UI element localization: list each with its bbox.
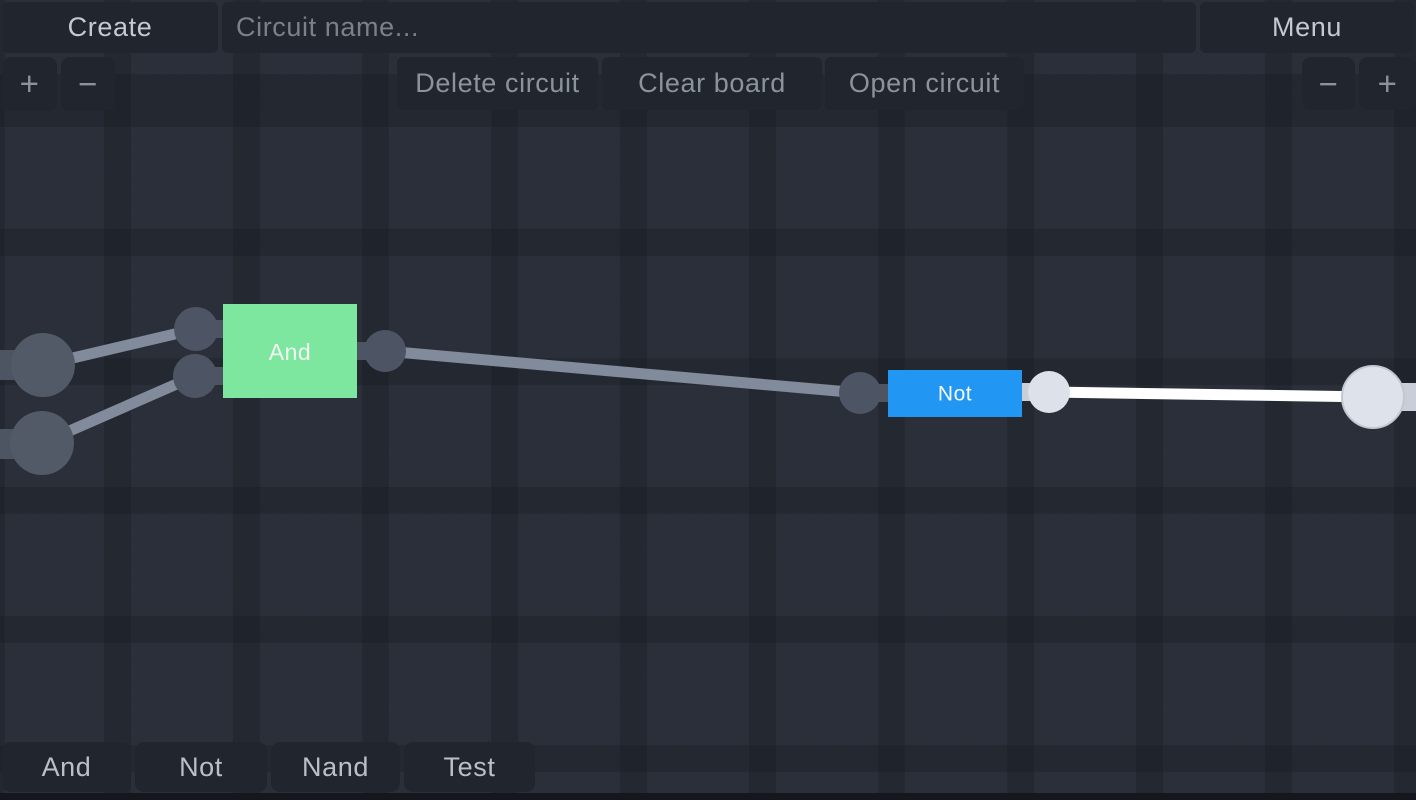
palette-item-nand[interactable]: Nand xyxy=(271,742,400,792)
circuit-name-input[interactable] xyxy=(222,2,1196,53)
zoom-in-button-right[interactable]: + xyxy=(1359,57,1416,110)
output-terminal[interactable] xyxy=(1341,365,1405,429)
and-input-pin-1[interactable] xyxy=(174,307,218,351)
zoom-out-button-right[interactable]: − xyxy=(1302,57,1355,110)
input-terminal-1[interactable] xyxy=(11,333,75,397)
zoom-out-button-left[interactable]: − xyxy=(61,57,115,111)
not-gate-body[interactable] xyxy=(888,370,1022,417)
palette-item-and[interactable]: And xyxy=(2,742,131,792)
not-input-pin[interactable] xyxy=(839,372,881,414)
not-output-pin[interactable] xyxy=(1028,371,1070,413)
wire-not-to-output xyxy=(1048,386,1374,403)
wire-and-to-not xyxy=(384,345,861,399)
clear-board-button[interactable]: Clear board xyxy=(602,57,822,110)
open-circuit-button[interactable]: Open circuit xyxy=(825,57,1024,110)
and-output-pin[interactable] xyxy=(364,330,406,372)
palette-item-test[interactable]: Test xyxy=(404,742,535,792)
input-terminal-2[interactable] xyxy=(10,411,74,475)
and-input-pin-2[interactable] xyxy=(173,354,217,398)
zoom-in-button-left[interactable]: + xyxy=(2,57,57,111)
palette-item-not[interactable]: Not xyxy=(135,742,267,792)
and-gate-body[interactable] xyxy=(223,304,357,398)
delete-circuit-button[interactable]: Delete circuit xyxy=(397,57,598,110)
menu-button[interactable]: Menu xyxy=(1200,2,1414,53)
not-gate-label: Not xyxy=(938,383,972,406)
and-gate-label: And xyxy=(269,339,311,365)
bottom-edge-strip xyxy=(0,793,1416,800)
create-button[interactable]: Create xyxy=(2,2,218,53)
